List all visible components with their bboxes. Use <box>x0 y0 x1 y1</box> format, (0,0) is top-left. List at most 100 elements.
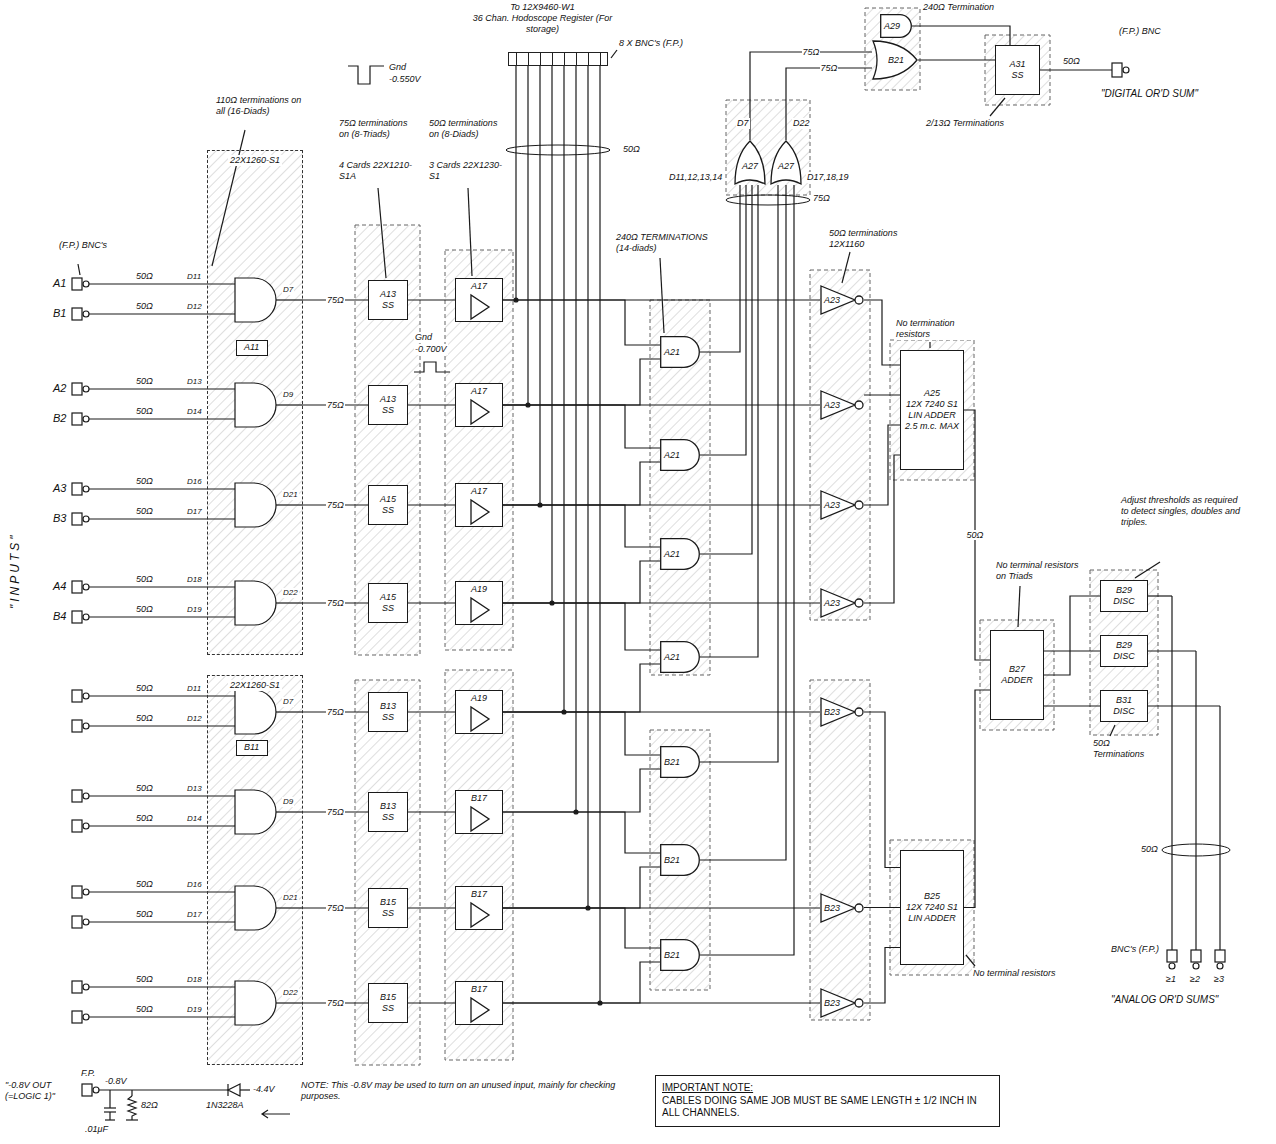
leader-line <box>990 98 1005 116</box>
leader-line <box>378 188 386 278</box>
signal-cable <box>503 462 660 505</box>
signal-cable <box>408 1002 455 1003</box>
bnc-connector <box>82 1084 92 1096</box>
card-hatch <box>810 270 870 620</box>
discriminator: B31DISC <box>1100 690 1148 722</box>
fanout-module: A19 <box>455 581 503 625</box>
module-text: ADDER <box>1001 675 1033 686</box>
impedance-label: 50Ω <box>135 604 154 615</box>
bnc-connector <box>72 690 82 702</box>
inv-symbol <box>821 391 855 419</box>
signal-cable <box>700 185 758 657</box>
one-shot-module: A15SS <box>368 583 408 623</box>
signal-cable <box>503 812 660 853</box>
impedance-label: 75Ω <box>326 807 345 818</box>
one-shot-module: A13SS <box>368 385 408 425</box>
impedance-label: 50Ω <box>1140 844 1159 855</box>
leader-line <box>842 252 850 283</box>
diad-symbol <box>471 598 489 622</box>
module-text: SS <box>382 405 394 416</box>
ground-symbol <box>126 1119 138 1120</box>
wire <box>276 907 303 908</box>
one-shot-module: A15SS <box>368 485 408 525</box>
impedance-label: 50Ω <box>135 1004 154 1015</box>
annotation: 240Ω TERMINATIONS (14-diads) <box>615 232 712 254</box>
module-text: 2.5 m.c. MAX <box>905 421 959 432</box>
signal-cable <box>408 299 455 300</box>
signal-cable <box>700 185 786 860</box>
impedance-label: 50Ω <box>135 476 154 487</box>
impedance-label: 75Ω <box>820 63 839 74</box>
output-cable <box>1148 650 1196 651</box>
and-gate-symbol <box>235 790 276 834</box>
waveform <box>348 66 384 84</box>
input-cable <box>89 725 235 726</box>
impedance-label: 75Ω <box>812 193 831 204</box>
module-text: 12X 7240 S1 <box>906 902 958 913</box>
input-cable <box>89 891 235 892</box>
signal-cable <box>750 52 872 140</box>
and-gate-symbol <box>235 690 276 734</box>
impedance-label: 50Ω <box>135 879 154 890</box>
bnc-connector <box>72 483 82 495</box>
annotation: -0.550V <box>388 74 422 85</box>
module-name: B23 <box>824 903 840 914</box>
and-symbol <box>661 747 700 778</box>
fanout-module: A17 <box>455 483 503 527</box>
annotation: No terminal resistors <box>972 968 1084 979</box>
module-name: A15 <box>380 494 396 505</box>
bnc-connector <box>72 611 82 623</box>
module-name: A23 <box>824 598 840 609</box>
input-cable <box>89 616 235 617</box>
inv-symbol <box>821 491 855 519</box>
orup-symbol <box>735 141 765 184</box>
bnc-connector <box>1217 963 1223 969</box>
module-name: To 12X9460-W1 <box>510 2 575 13</box>
module-name: B21 <box>664 757 680 768</box>
module-text: DISC <box>1113 596 1135 607</box>
bnc-connector <box>72 720 82 732</box>
output-cable <box>1148 595 1172 596</box>
inverter: B23 <box>820 893 864 923</box>
leader-line <box>966 955 975 966</box>
pin-label: D22 <box>282 988 299 998</box>
annotation: 3 Cards 22X1230-S1 <box>428 160 510 182</box>
impedance-label: 75Ω <box>326 598 345 609</box>
bnc-connector <box>1215 950 1225 962</box>
annotation: 50Ω Terminations <box>1092 738 1164 760</box>
bnc-connector <box>83 486 89 492</box>
wire <box>131 1090 132 1096</box>
impedance-label: 50Ω <box>135 376 154 387</box>
bnc-connector <box>83 614 89 620</box>
bnc-connector <box>1123 67 1129 73</box>
module-name: A21 <box>664 652 680 663</box>
annotation: Gnd <box>388 62 407 73</box>
card-hatch <box>355 680 420 1065</box>
bnc-connector <box>72 820 82 832</box>
register-bus <box>551 66 552 603</box>
leader-line <box>660 258 664 333</box>
module-name: B29 <box>1116 640 1132 651</box>
input-name: B1 <box>52 307 67 320</box>
module-text: SS <box>382 1003 394 1014</box>
impedance-label: 75Ω <box>802 47 821 58</box>
bnc-connector <box>1193 963 1199 969</box>
and-gate: B21 <box>660 844 700 876</box>
annotation: NOTE: This -0.8V may be used to turn on … <box>300 1080 632 1102</box>
signal-cable <box>918 59 995 60</box>
module-name: A29 <box>884 21 900 32</box>
module-name: A21 <box>664 549 680 560</box>
card-hatch <box>445 250 513 650</box>
module-name: B17 <box>471 793 487 804</box>
module-name: B25 <box>924 891 940 902</box>
one-shot-module: B15SS <box>368 983 408 1023</box>
module-name: A17 <box>471 386 487 397</box>
signal-cable <box>503 962 660 1003</box>
and-symbol <box>881 15 912 38</box>
pin-label: D19 <box>186 605 203 615</box>
register-bus <box>539 66 540 505</box>
diode-symbol <box>227 1084 228 1096</box>
discriminator: B29DISC <box>1100 580 1148 612</box>
card-hatch <box>207 675 303 1065</box>
module-text: SS <box>382 812 394 823</box>
